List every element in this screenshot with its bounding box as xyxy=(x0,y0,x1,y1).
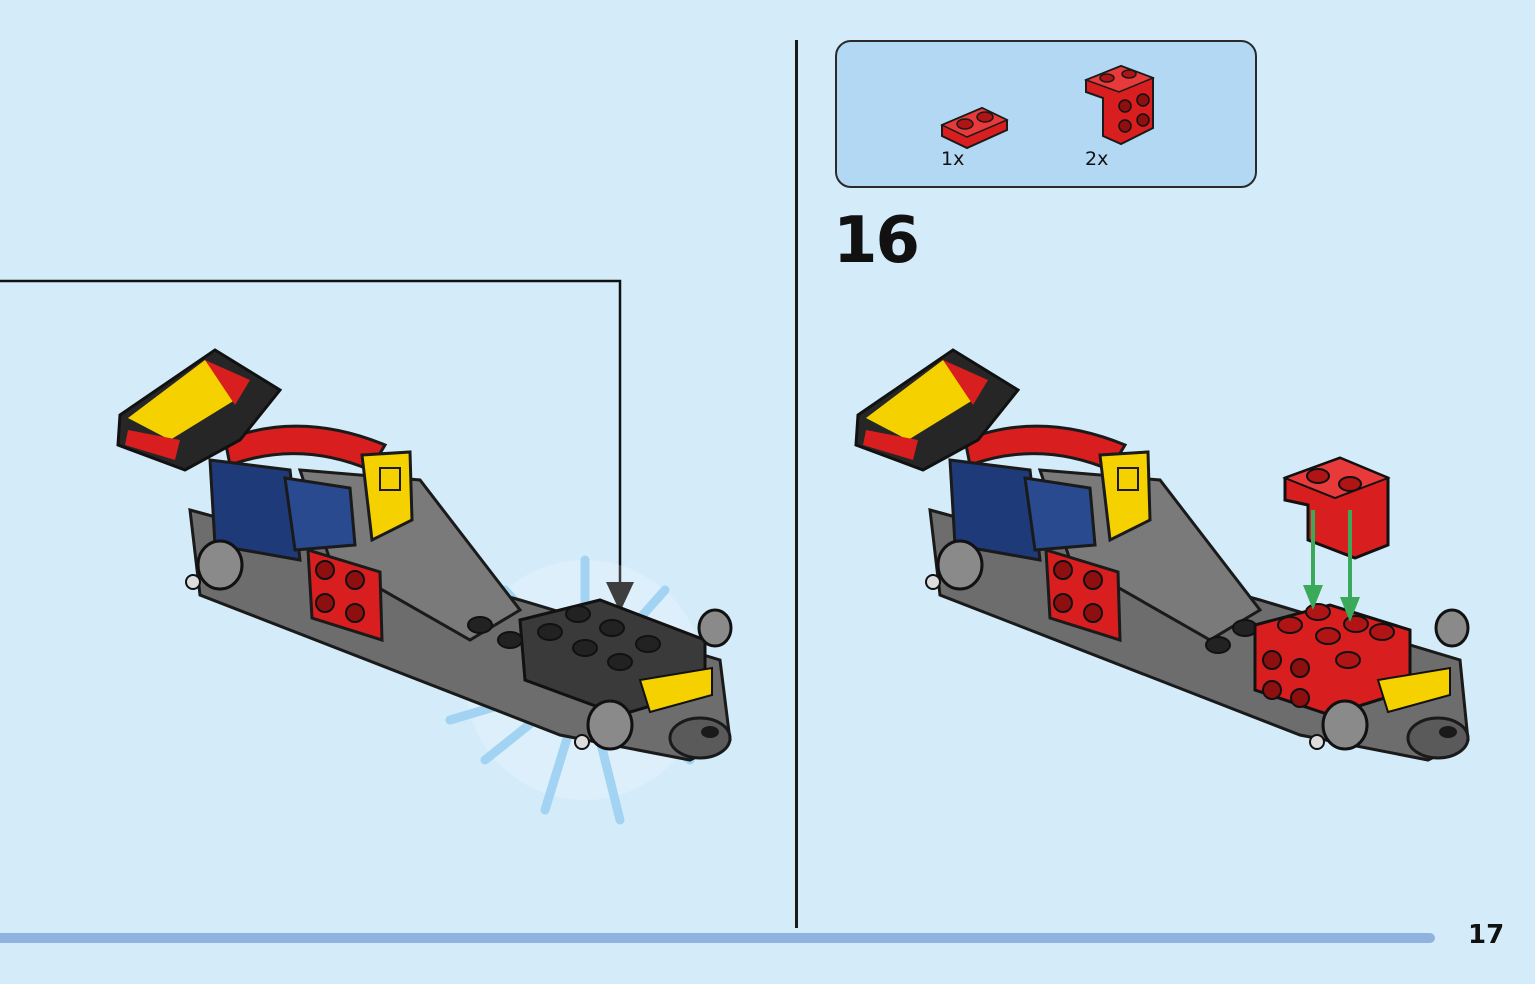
vehicle-right xyxy=(854,348,1470,762)
callout-arrowhead xyxy=(606,582,634,612)
part-quantity-2: 2x xyxy=(1085,148,1109,170)
previous-step-model xyxy=(0,279,733,825)
placement-arrows xyxy=(1303,510,1360,622)
progress-bar xyxy=(0,933,1435,943)
page-divider xyxy=(795,40,798,928)
page-number: 17 xyxy=(1468,920,1505,950)
vehicle-left xyxy=(116,348,733,762)
step-number: 16 xyxy=(833,204,920,278)
part-quantity-1: 1x xyxy=(941,148,965,170)
parts-list-box: 1x 2x xyxy=(835,40,1257,188)
current-step-model xyxy=(854,348,1470,762)
red-plate-1x2-icon xyxy=(940,106,1009,150)
callout-line xyxy=(0,279,622,600)
red-bracket-1x2-2x2-icon xyxy=(1083,64,1156,146)
new-plate-piece xyxy=(1282,456,1391,560)
